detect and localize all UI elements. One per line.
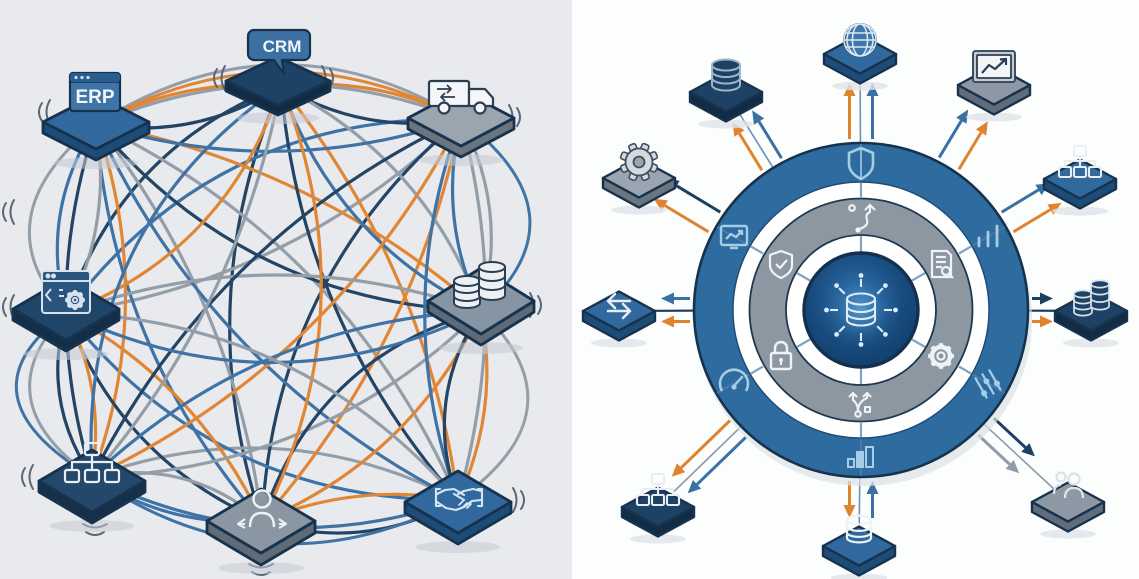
svg-text:CRM: CRM	[263, 37, 302, 56]
svg-text:ERP: ERP	[75, 87, 114, 108]
